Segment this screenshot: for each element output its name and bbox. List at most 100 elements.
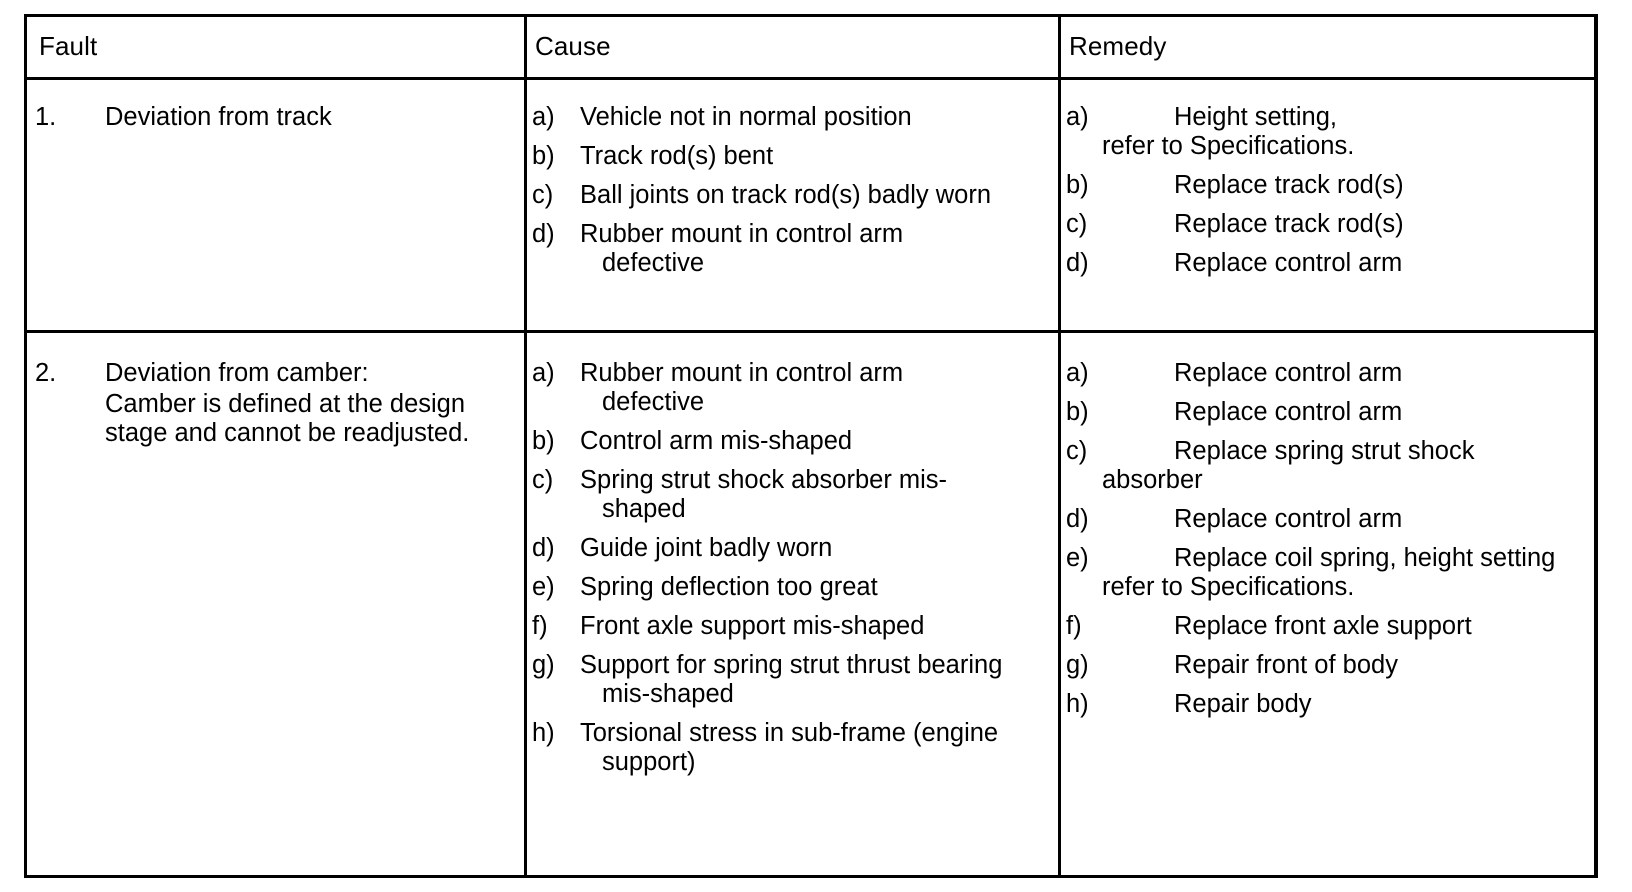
item-text: Height setting, [1174, 103, 1338, 131]
item-text-continued: shaped [602, 495, 686, 523]
list-item: f) Replace front axle support [1066, 612, 1611, 641]
fault-entry-2: 2. Deviation from camber: Camber is defi… [35, 359, 515, 448]
list-item: e) Spring deflection too great [532, 573, 1057, 602]
item-text: Rubber mount in control arm [580, 220, 904, 248]
list-item: a) Replace control arm [1066, 359, 1611, 388]
table-header-row: Fault Cause Remedy [27, 17, 1594, 77]
fault-title: Deviation from track [105, 103, 332, 131]
list-item: a) Rubber mount in control arm defective [532, 359, 1057, 417]
list-item: c) Replace track rod(s) [1066, 210, 1596, 239]
remedy-list-1: a) Height setting, refer to Specificatio… [1066, 103, 1596, 278]
item-marker: e) [532, 573, 555, 601]
item-text-continued: absorber [1102, 466, 1203, 494]
remedy-cell-2: a) Replace control arm b) Replace contro… [1066, 359, 1611, 729]
item-marker: c) [532, 181, 554, 209]
item-text-continued: support) [602, 748, 696, 776]
item-text: Support for spring strut thrust bearing [580, 651, 1003, 679]
list-item: c) Spring strut shock absorber mis- shap… [532, 466, 1057, 524]
item-marker: a) [532, 103, 555, 131]
item-marker: d) [1066, 505, 1089, 533]
item-marker: h) [1066, 690, 1089, 718]
item-text-continued: refer to Specifications. [1102, 132, 1355, 160]
item-text: Replace front axle support [1174, 612, 1472, 640]
item-text: Guide joint badly worn [580, 534, 833, 562]
item-text: Replace control arm [1174, 249, 1403, 277]
item-text: Repair front of body [1174, 651, 1398, 679]
list-item: h) Torsional stress in sub-frame (engine… [532, 719, 1057, 777]
item-marker: c) [1066, 210, 1088, 238]
list-item: d) Rubber mount in control arm defective [532, 220, 1052, 278]
list-item: c) Replace spring strut shock absorber [1066, 437, 1611, 495]
item-text: Ball joints on track rod(s) badly worn [580, 181, 992, 209]
fault-note: Camber is defined at the design stage an… [105, 390, 470, 447]
list-item: d) Replace control arm [1066, 505, 1611, 534]
item-text: Torsional stress in sub-frame (engine [580, 719, 999, 747]
list-item: b) Replace control arm [1066, 398, 1611, 427]
item-marker: b) [1066, 171, 1089, 199]
fault-entry-1: 1. Deviation from track [35, 103, 515, 132]
list-item: c) Ball joints on track rod(s) badly wor… [532, 181, 1052, 210]
item-marker: b) [1066, 398, 1089, 426]
cause-cell-2: a) Rubber mount in control arm defective… [532, 359, 1057, 787]
item-marker: g) [532, 651, 555, 679]
list-item: h) Repair body [1066, 690, 1611, 719]
item-text: Replace spring strut shock [1174, 437, 1475, 465]
item-marker: a) [1066, 359, 1089, 387]
remedy-list-2: a) Replace control arm b) Replace contro… [1066, 359, 1611, 719]
item-text: Spring strut shock absorber mis- [580, 466, 948, 494]
item-text: Front axle support mis-shaped [580, 612, 925, 640]
column-header-cause: Cause [535, 31, 611, 61]
item-marker: c) [1066, 437, 1088, 465]
cause-list-1: a) Vehicle not in normal position b) Tra… [532, 103, 1052, 278]
fault-number: 1. [35, 103, 57, 131]
item-marker: d) [532, 220, 555, 248]
list-item: d) Replace control arm [1066, 249, 1596, 278]
list-item: e) Replace coil spring, height setting r… [1066, 544, 1611, 602]
list-item: f) Front axle support mis-shaped [532, 612, 1057, 641]
item-text-continued: mis-shaped [602, 680, 734, 708]
row-divider-1-2 [27, 330, 1594, 333]
item-text-continued: defective [602, 249, 705, 277]
cause-cell-1: a) Vehicle not in normal position b) Tra… [532, 103, 1052, 288]
fault-cause-remedy-table: Fault Cause Remedy 1. Deviation from tra… [24, 14, 1598, 878]
item-text: Track rod(s) bent [580, 142, 774, 170]
item-text: Replace control arm [1174, 505, 1403, 533]
item-marker: a) [532, 359, 555, 387]
list-item: d) Guide joint badly worn [532, 534, 1057, 563]
list-item: b) Replace track rod(s) [1066, 171, 1596, 200]
item-text: Repair body [1174, 690, 1312, 718]
item-text: Replace control arm [1174, 398, 1403, 426]
item-marker: g) [1066, 651, 1089, 679]
item-text: Replace track rod(s) [1174, 210, 1404, 238]
list-item: a) Height setting, refer to Specificatio… [1066, 103, 1596, 161]
item-marker: c) [532, 466, 554, 494]
item-marker: d) [532, 534, 555, 562]
item-marker: b) [532, 427, 555, 455]
list-item: g) Support for spring strut thrust beari… [532, 651, 1057, 709]
item-text: Control arm mis-shaped [580, 427, 853, 455]
fault-number: 2. [35, 359, 57, 387]
header-divider [27, 77, 1594, 80]
item-marker: b) [532, 142, 555, 170]
item-text-continued: defective [602, 388, 705, 416]
item-marker: f) [532, 612, 548, 640]
item-text: Spring deflection too great [580, 573, 878, 601]
list-item: b) Control arm mis-shaped [532, 427, 1057, 456]
item-text: Rubber mount in control arm [580, 359, 904, 387]
table-row: 1. Deviation from track [35, 103, 515, 132]
item-marker: h) [532, 719, 555, 747]
item-text-continued: refer to Specifications. [1102, 573, 1355, 601]
item-marker: a) [1066, 103, 1089, 131]
column-header-remedy: Remedy [1069, 31, 1167, 61]
cause-list-2: a) Rubber mount in control arm defective… [532, 359, 1057, 777]
item-marker: e) [1066, 544, 1089, 572]
item-marker: d) [1066, 249, 1089, 277]
fault-title: Deviation from camber: [105, 359, 369, 387]
remedy-cell-1: a) Height setting, refer to Specificatio… [1066, 103, 1596, 288]
table-row: 2. Deviation from camber: Camber is defi… [35, 359, 515, 448]
item-text: Replace control arm [1174, 359, 1403, 387]
list-item: a) Vehicle not in normal position [532, 103, 1052, 132]
item-marker: f) [1066, 612, 1082, 640]
list-item: g) Repair front of body [1066, 651, 1611, 680]
